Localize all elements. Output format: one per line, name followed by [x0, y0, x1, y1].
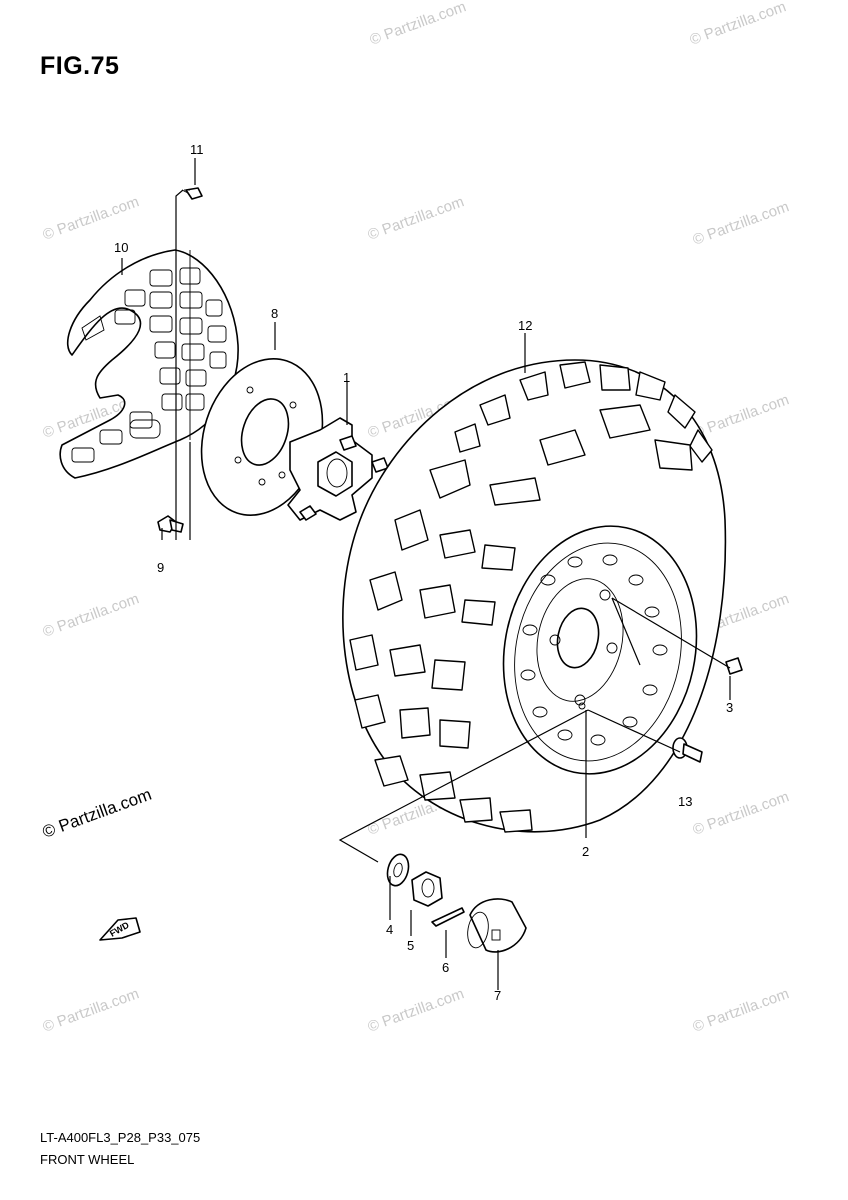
drawing-code: LT-A400FL3_P28_P33_075: [40, 1130, 201, 1145]
callout-4: 4: [386, 922, 393, 937]
bolt-11-part: [181, 187, 203, 200]
castle-nut-part: [411, 871, 443, 907]
watermark: © Partzilla.com: [691, 391, 792, 442]
callout-10: 10: [114, 240, 128, 255]
callout-8: 8: [271, 306, 278, 321]
watermark: © Partzilla.com: [366, 193, 467, 244]
watermark: © Partzilla.com: [40, 785, 154, 842]
washer-part: [386, 853, 410, 887]
leader-lines: [121, 158, 731, 990]
callout-11: 11: [190, 142, 204, 157]
tire-part: [342, 359, 727, 833]
callout-5: 5: [407, 938, 414, 953]
hub-part: [287, 417, 389, 521]
callout-2: 2: [582, 844, 589, 859]
watermark: © Partzilla.com: [41, 193, 142, 244]
watermark: © Partzilla.com: [691, 788, 792, 839]
figure-title: FIG.75: [40, 52, 120, 80]
valve-stem-part: [672, 737, 703, 763]
watermark: © Partzilla.com: [691, 198, 792, 249]
callout-12: 12: [518, 318, 532, 333]
watermark: © Partzilla.com: [368, 0, 469, 49]
callout-1: 1: [343, 370, 350, 385]
figure-caption: FRONT WHEEL: [40, 1152, 135, 1167]
callout-9: 9: [157, 560, 164, 575]
watermark: © Partzilla.com: [691, 985, 792, 1036]
callout-3: 3: [726, 700, 733, 715]
watermark: © Partzilla.com: [41, 590, 142, 641]
watermark: © Partzilla.com: [41, 985, 142, 1036]
callout-13: 13: [678, 794, 692, 809]
callout-7: 7: [494, 988, 501, 1003]
callout-numbers: 11 10 8 1 12 9 3 13 2 4 5 6 7: [114, 142, 733, 1003]
forward-direction-arrow: FWD: [99, 917, 141, 941]
callout-6: 6: [442, 960, 449, 975]
nut-part: [725, 657, 743, 675]
watermark: © Partzilla.com: [688, 0, 789, 49]
cotter-pin-part: [431, 907, 465, 927]
hub-cap-part: [467, 898, 527, 953]
watermark: © Partzilla.com: [366, 985, 467, 1036]
